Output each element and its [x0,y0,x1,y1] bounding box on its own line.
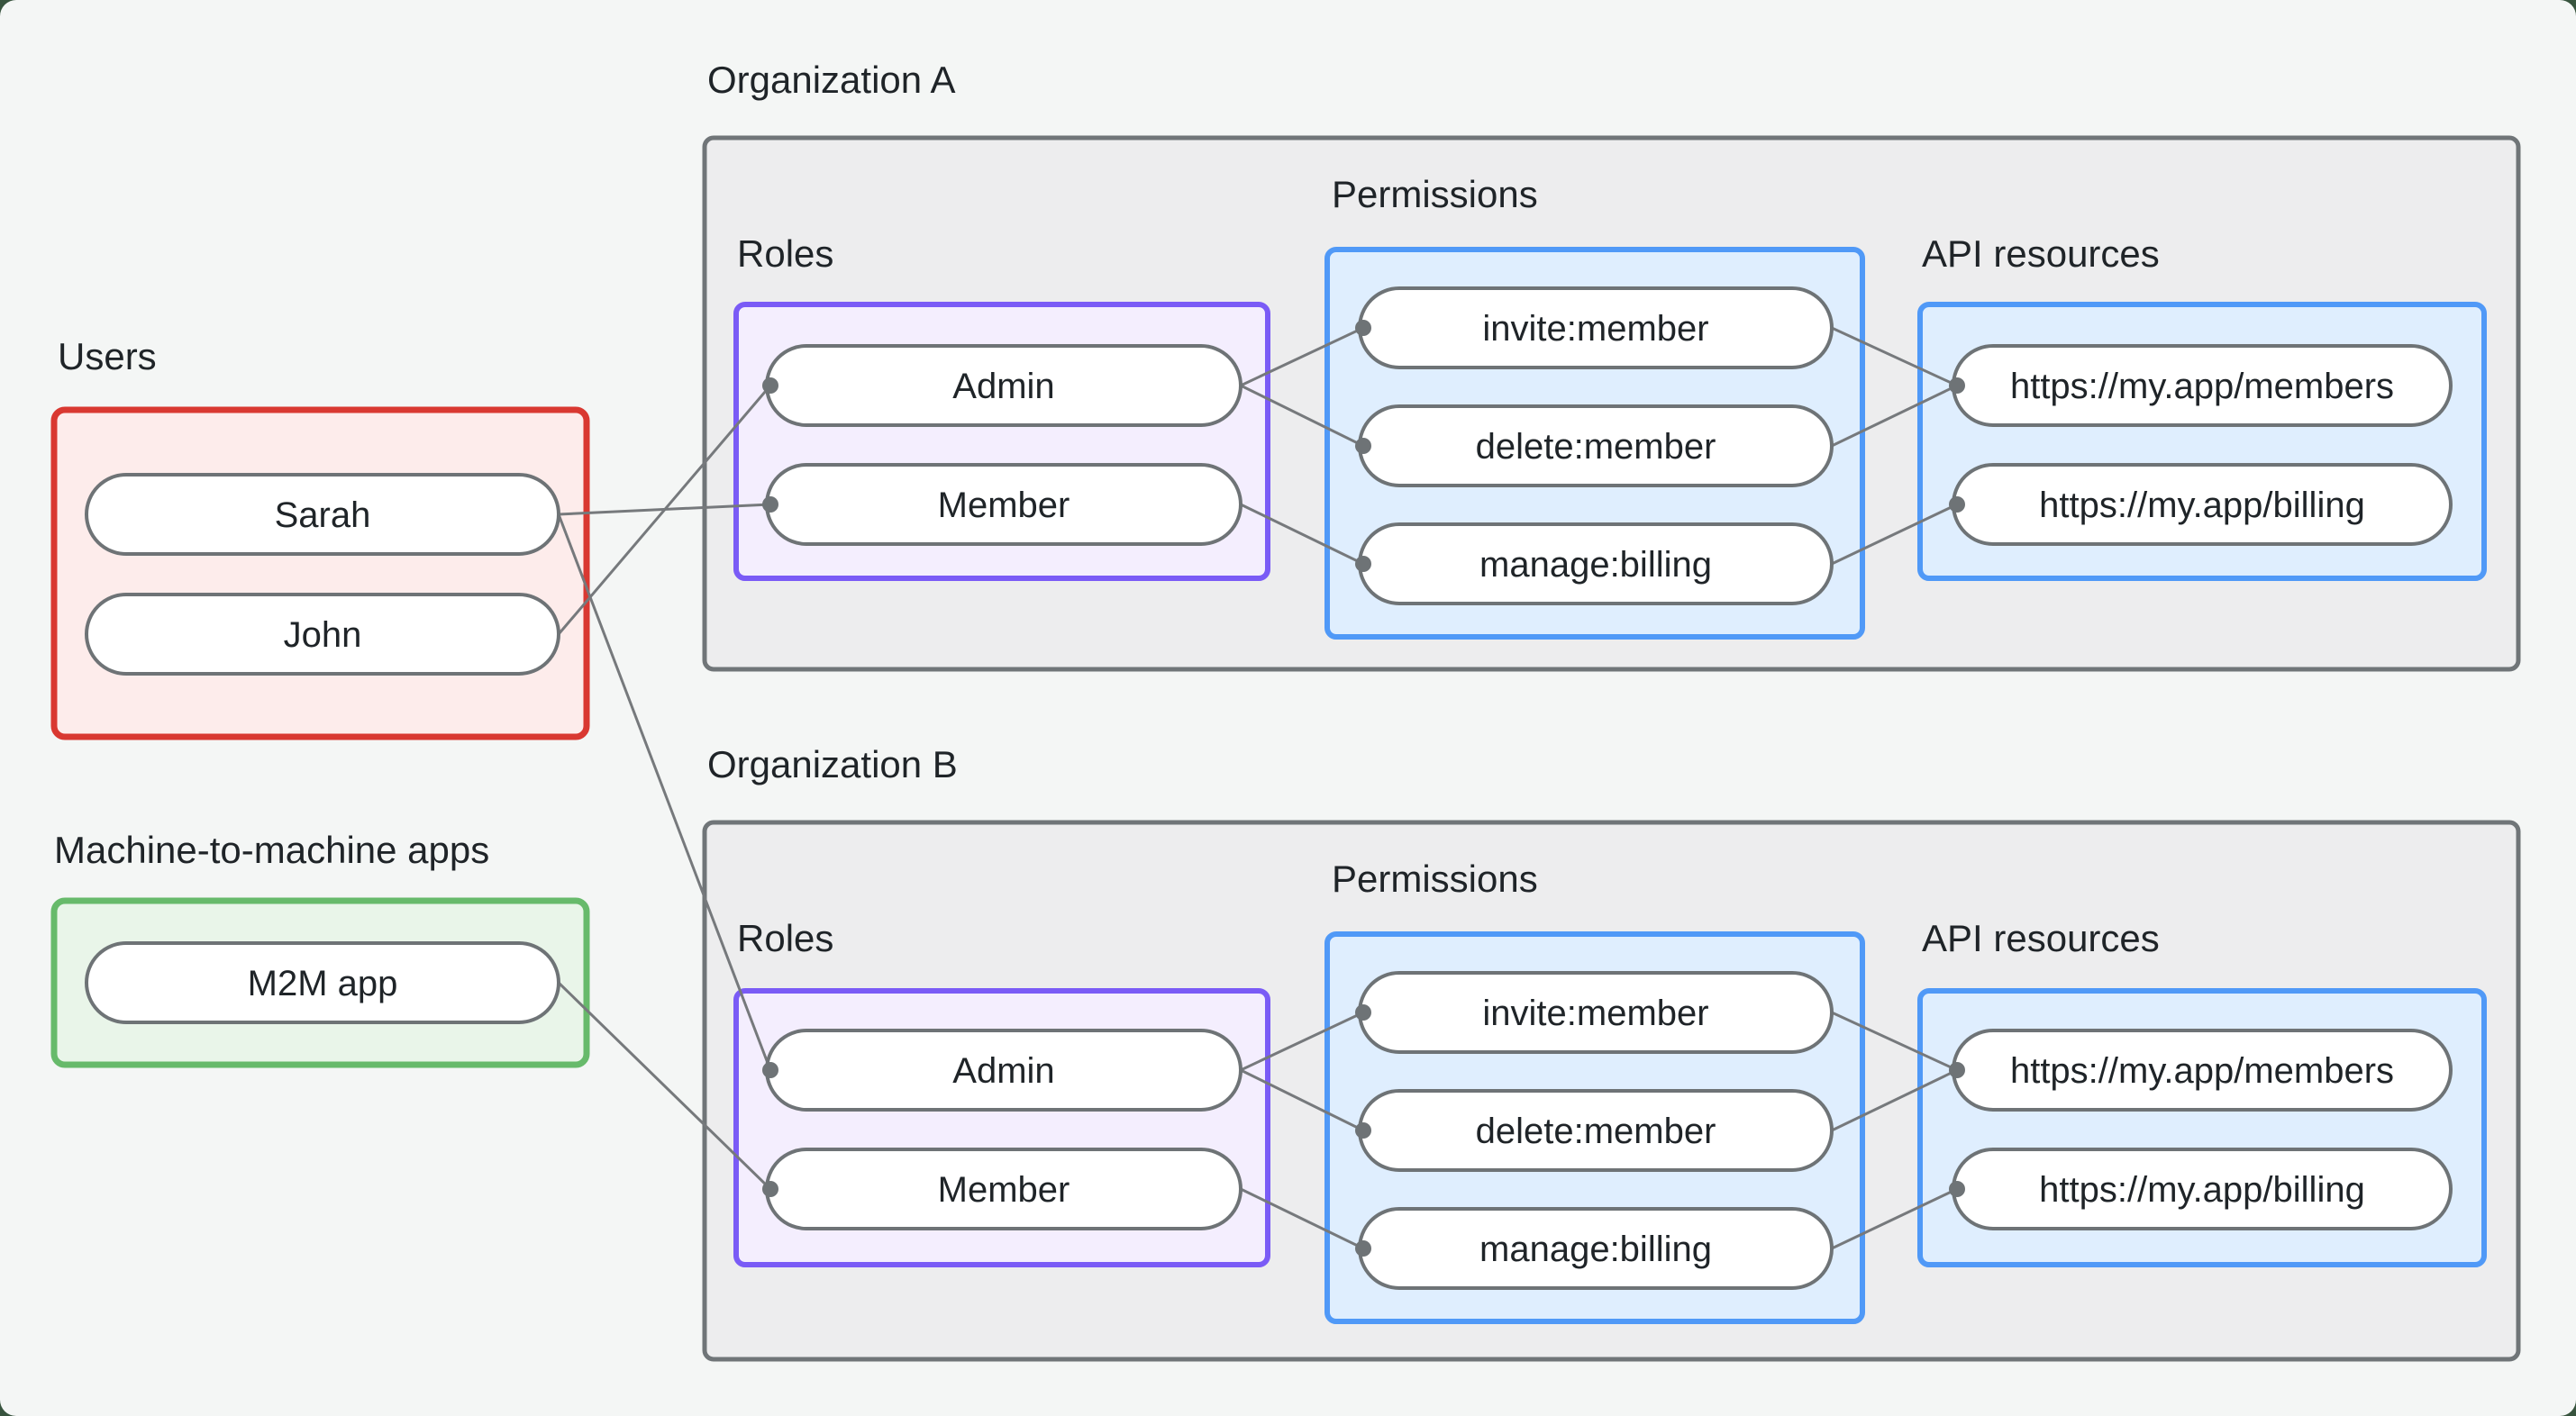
node-org-a-billing-api: https://my.app/billing [1952,463,2453,546]
node-org-b-billing-api-label: https://my.app/billing [2039,1170,2365,1210]
users-group-box [50,406,590,740]
node-org-b-admin: Admin [765,1029,1242,1112]
node-org-a-manage-billing-label: manage:billing [1479,545,1712,585]
node-org-a-billing-api-label: https://my.app/billing [2039,486,2365,525]
org-a-api-resources-label: API resources [1922,232,2160,275]
node-org-b-manage-billing: manage:billing [1358,1207,1834,1290]
node-john-label: John [284,615,362,655]
org-a-permissions-label: Permissions [1332,173,1538,215]
node-sarah-shape [85,473,560,556]
edge-org-a-manage-to-billing-api [1831,503,1958,566]
dot-org-b-admin [762,1062,778,1078]
dot-org-b-manage [1355,1240,1371,1257]
node-org-b-members-api: https://my.app/members [1952,1029,2453,1112]
dot-org-b-delete [1355,1122,1371,1139]
node-org-b-members-api-label: https://my.app/members [2010,1051,2394,1091]
node-org-a-invite-member: invite:member [1358,286,1834,369]
node-org-b-manage-billing-label: manage:billing [1479,1230,1712,1269]
node-org-a-delete-member: delete:member [1358,404,1834,487]
edge-john-to-org-a-admin [557,385,772,635]
users-group-label: Users [58,335,157,377]
dot-org-a-manage [1355,556,1371,572]
node-org-a-members-api: https://my.app/members [1952,344,2453,427]
m2m-group-label: Machine-to-machine apps [54,829,489,871]
org-b-title: Organization B [707,743,958,785]
node-org-b-invite-member-label: invite:member [1482,994,1708,1033]
node-org-a-invite-member-label: invite:member [1482,309,1708,349]
dot-org-b-members-api [1949,1062,1965,1078]
node-org-b-delete-member: delete:member [1358,1089,1834,1172]
org-a-roles-label: Roles [737,232,833,275]
dot-org-a-members-api [1949,377,1965,394]
org-a-title: Organization A [707,59,956,101]
dot-org-a-member [762,496,778,513]
dot-org-a-delete [1355,438,1371,454]
dot-org-b-member [762,1181,778,1197]
node-sarah-label: Sarah [275,495,371,535]
org-b-api-resources-label: API resources [1922,917,2160,959]
dot-org-a-billing-api [1949,496,1965,513]
node-org-a-members-api-label: https://my.app/members [2010,367,2394,406]
edge-org-a-member-to-manage [1240,503,1364,566]
edge-org-b-admin-to-delete [1240,1068,1364,1132]
edge-sarah-to-org-b-admin [557,513,772,1071]
edge-org-b-manage-to-billing-api [1831,1187,1958,1250]
node-org-b-billing-api: https://my.app/billing [1952,1148,2453,1230]
edge-org-a-invite-to-members-api [1831,326,1958,387]
node-org-a-admin-label: Admin [952,367,1054,406]
dot-org-b-invite [1355,1004,1371,1021]
node-m2m-app-shape [85,941,560,1024]
node-john: John [85,593,560,676]
node-org-b-member: Member [765,1148,1242,1230]
dot-org-a-invite [1355,320,1371,336]
edge-org-b-member-to-manage [1240,1187,1364,1250]
org-b-roles-label: Roles [737,917,833,959]
node-org-a-member: Member [765,463,1242,546]
node-m2m-app: M2M app [85,941,560,1024]
dot-org-b-billing-api [1949,1181,1965,1197]
edge-org-a-admin-to-delete [1240,384,1364,448]
edge-m2m-to-org-b-member [557,981,772,1191]
dot-org-a-admin [762,377,778,394]
node-org-a-manage-billing: manage:billing [1358,522,1834,605]
node-org-b-invite-member: invite:member [1358,971,1834,1054]
org-b-permissions-label: Permissions [1332,858,1538,900]
node-m2m-app-label: M2M app [248,964,398,1003]
node-john-shape [85,593,560,676]
edge-org-b-delete-to-members-api [1831,1068,1958,1132]
edge-org-a-admin-to-invite [1240,326,1364,387]
node-org-b-delete-member-label: delete:member [1476,1112,1716,1151]
edge-org-a-delete-to-members-api [1831,384,1958,448]
node-org-a-member-label: Member [938,486,1070,525]
node-org-a-delete-member-label: delete:member [1476,427,1716,467]
edge-org-b-invite-to-members-api [1831,1011,1958,1072]
node-sarah: Sarah [85,473,560,556]
node-org-b-admin-label: Admin [952,1051,1054,1091]
edge-org-b-admin-to-invite [1240,1011,1364,1072]
node-org-b-member-label: Member [938,1170,1070,1210]
node-org-a-admin: Admin [765,344,1242,427]
